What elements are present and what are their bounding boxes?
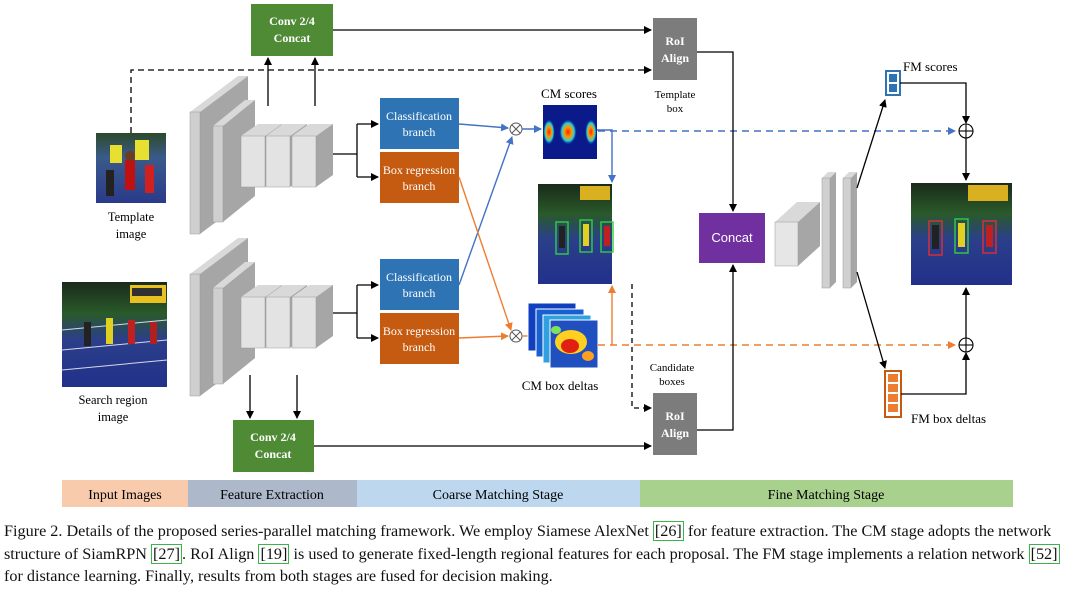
stage-label-fine: Fine Matching Stage — [768, 488, 885, 503]
conv-concat-top — [251, 4, 333, 56]
reg-top-line2: branch — [403, 179, 436, 193]
reg-top-line1: Box regression — [383, 163, 455, 177]
stage-fine-matching — [640, 480, 1013, 507]
box-regression-branch-top — [380, 152, 459, 203]
figure-caption: Figure 2. Details of the proposed series… — [4, 520, 1078, 588]
candidate-boxes-line2: boxes — [659, 376, 685, 388]
conv-concat-bottom — [233, 420, 314, 472]
stage-feature-extraction — [188, 480, 357, 507]
stage-label-input: Input Images — [88, 488, 161, 503]
roi-align-bottom — [653, 393, 697, 455]
roi-top-line1: RoI — [665, 34, 685, 48]
classification-branch-top — [380, 98, 459, 149]
cm-box-deltas-label: CM box deltas — [522, 378, 599, 393]
conv-bottom-line1: Conv 2/4 — [250, 430, 296, 444]
framework-diagram: Template image Search region image — [61, 4, 1013, 507]
candidate-boxes-line1: Candidate — [650, 362, 695, 374]
concat-box — [699, 213, 765, 263]
template-box-line1: Template — [655, 89, 696, 101]
reg-bottom-line2: branch — [403, 340, 436, 354]
fusion-add-top — [958, 123, 974, 139]
alexnet-top — [189, 76, 333, 235]
conv-bottom-line2: Concat — [255, 447, 292, 461]
box-regression-branch-bottom — [380, 313, 459, 364]
template-box-line2: box — [667, 103, 684, 115]
cm-scores-heatmap — [543, 105, 597, 159]
template-caption-line2: image — [116, 227, 147, 241]
fusion-add-bottom — [958, 337, 974, 353]
caption-text-2: for feature extraction. The CM stage ado… — [4, 522, 1052, 563]
conv-top-line1: Conv 2/4 — [269, 14, 315, 28]
caption-text-3: . RoI Align — [182, 544, 259, 563]
fm-box-deltas-vector — [884, 370, 902, 418]
roi-align-top — [653, 18, 697, 80]
fm-box-deltas-label: FM box deltas — [911, 411, 986, 426]
stage-coarse-matching — [357, 480, 640, 507]
roi-bottom-line2: Align — [661, 426, 689, 440]
roi-bottom-line1: RoI — [665, 409, 685, 423]
multiply-op-bottom — [509, 329, 523, 343]
citation-26[interactable]: [26] — [652, 521, 684, 541]
search-caption-line1: Search region — [78, 393, 148, 407]
stage-bar: Input Images Feature Extraction Coarse M… — [62, 480, 1013, 507]
multiply-op-top — [509, 122, 523, 136]
caption-text-5: for distance learning. Finally, results … — [4, 567, 553, 585]
classification-branch-bottom — [380, 259, 459, 310]
cls-bottom-line1: Classification — [386, 270, 452, 284]
stage-label-feature: Feature Extraction — [220, 488, 324, 503]
fm-scores-vector — [885, 70, 901, 96]
citation-52[interactable]: [52] — [1028, 543, 1060, 564]
roi-top-line2: Align — [661, 51, 689, 65]
search-region-image — [61, 282, 168, 387]
cls-top-line1: Classification — [386, 109, 452, 123]
reg-bottom-line1: Box regression — [383, 324, 455, 338]
stage-label-coarse: Coarse Matching Stage — [433, 488, 564, 503]
cls-top-line2: branch — [403, 125, 436, 139]
final-result-image — [911, 183, 1012, 285]
cm-box-deltas-heatmap — [527, 302, 599, 369]
citation-19[interactable]: [19] — [258, 543, 290, 564]
citation-27[interactable]: [27] — [151, 543, 182, 564]
caption-text-4: is used to generate fixed-length regiona… — [289, 544, 1029, 563]
cm-scores-label: CM scores — [541, 86, 597, 101]
search-caption-line2: image — [98, 410, 129, 424]
caption-text-1: Figure 2. Details of the proposed series… — [4, 522, 653, 540]
conv-top-line2: Concat — [274, 31, 311, 45]
cm-result-image — [538, 184, 614, 284]
fm-scores-label: FM scores — [903, 59, 958, 74]
template-caption-line1: Template — [108, 210, 155, 224]
alexnet-bottom — [189, 238, 333, 397]
template-image — [96, 133, 166, 203]
relation-network — [774, 172, 857, 289]
cls-bottom-line2: branch — [403, 286, 436, 300]
concat-label: Concat — [711, 230, 753, 245]
stage-input-images — [62, 480, 188, 507]
